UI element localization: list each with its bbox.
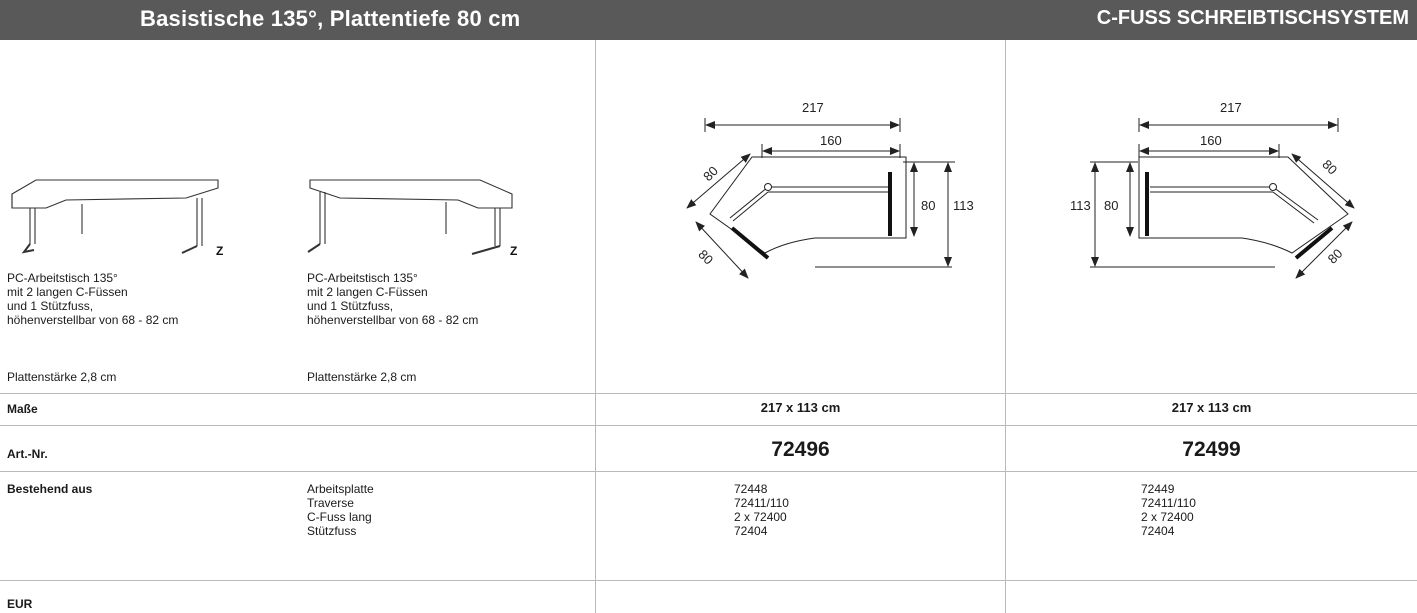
dim-80-diag-top: 80	[1319, 157, 1340, 178]
component-code: 72411/110	[734, 496, 789, 510]
masse-value-1: 217 x 113 cm	[760, 400, 841, 415]
dim-80-right: 80	[921, 198, 935, 213]
masse-value-2: 217 x 113 cm	[1171, 400, 1252, 415]
component-item: Arbeitsplatte	[307, 482, 374, 496]
component-item: Stützfuss	[307, 524, 357, 538]
dim-80-diag-bottom: 80	[695, 247, 716, 268]
desc-line: PC-Arbeitstisch 135°	[7, 271, 118, 285]
desc-line: mit 2 langen C-Füssen	[7, 285, 128, 299]
label-masse: Maße	[7, 402, 38, 416]
dim-80-left: 80	[1104, 198, 1118, 213]
dim-113: 113	[953, 198, 974, 213]
row-divider-masse	[0, 393, 1417, 394]
row-divider-bestehend	[0, 471, 1417, 472]
dim-217: 217	[1220, 100, 1242, 115]
desk-illustration-1: Z	[11, 179, 223, 258]
desc-line: mit 2 langen C-Füssen	[307, 285, 428, 299]
component-codes-1: 72448 72411/110 2 x 72400 72404	[734, 482, 789, 538]
column-divider-1	[595, 40, 596, 613]
series-title: C-FUSS SCHREIBTISCHSYSTEM	[1096, 7, 1409, 29]
artnr-value-1: 72496	[771, 438, 830, 461]
label-artnr: Art.-Nr.	[7, 447, 48, 461]
dim-80-diag-top: 80	[700, 163, 721, 184]
column-divider-2	[1005, 40, 1006, 613]
desc-line: und 1 Stützfuss,	[7, 299, 94, 313]
component-code: 72448	[734, 482, 768, 496]
dim-160: 160	[820, 133, 842, 148]
component-list: Arbeitsplatte Traverse C-Fuss lang Stütz…	[307, 482, 374, 538]
label-eur: EUR	[7, 597, 33, 611]
desc-line: höhenverstellbar von 68 - 82 cm	[307, 313, 479, 327]
component-code: 2 x 72400	[1141, 510, 1194, 524]
desc-line: höhenverstellbar von 68 - 82 cm	[7, 313, 179, 327]
product-1-desc: PC-Arbeitstisch 135° mit 2 langen C-Füss…	[7, 271, 178, 327]
component-item: Traverse	[307, 496, 354, 510]
product-2-thickness: Plattenstärke 2,8 cm	[307, 370, 417, 384]
component-codes-2: 72449 72411/110 2 x 72400 72404	[1141, 482, 1196, 538]
page-title: Basistische 135°, Plattentiefe 80 cm	[140, 6, 521, 31]
header-bar: Basistische 135°, Plattentiefe 80 cm C-F…	[0, 0, 1417, 40]
desk-2-label: Z	[510, 244, 517, 258]
row-divider-eur	[0, 580, 1417, 581]
desc-line: und 1 Stützfuss,	[307, 299, 394, 313]
dim-160: 160	[1200, 133, 1222, 148]
label-bestehend: Bestehend aus	[7, 482, 93, 496]
component-code: 2 x 72400	[734, 510, 787, 524]
component-code: 72404	[734, 524, 768, 538]
product-2-desc: PC-Arbeitstisch 135° mit 2 langen C-Füss…	[307, 271, 478, 327]
component-code: 72404	[1141, 524, 1175, 538]
dim-113: 113	[1070, 198, 1091, 213]
desk-illustration-2: Z	[307, 179, 517, 258]
row-divider-artnr	[0, 425, 1417, 426]
dim-80-diag-bottom: 80	[1325, 246, 1346, 267]
desc-line: PC-Arbeitstisch 135°	[307, 271, 418, 285]
product-1-thickness: Plattenstärke 2,8 cm	[7, 370, 117, 384]
dim-217: 217	[802, 100, 824, 115]
component-item: C-Fuss lang	[307, 510, 372, 524]
artnr-value-2: 72499	[1182, 438, 1241, 461]
plan-diagram-1: 217 160 80 113 80 80	[686, 100, 974, 279]
component-code: 72411/110	[1141, 496, 1196, 510]
component-code: 72449	[1141, 482, 1175, 496]
plan-diagram-2: 217 160 80 113 80 80	[1070, 100, 1355, 279]
desk-1-label: Z	[216, 244, 223, 258]
